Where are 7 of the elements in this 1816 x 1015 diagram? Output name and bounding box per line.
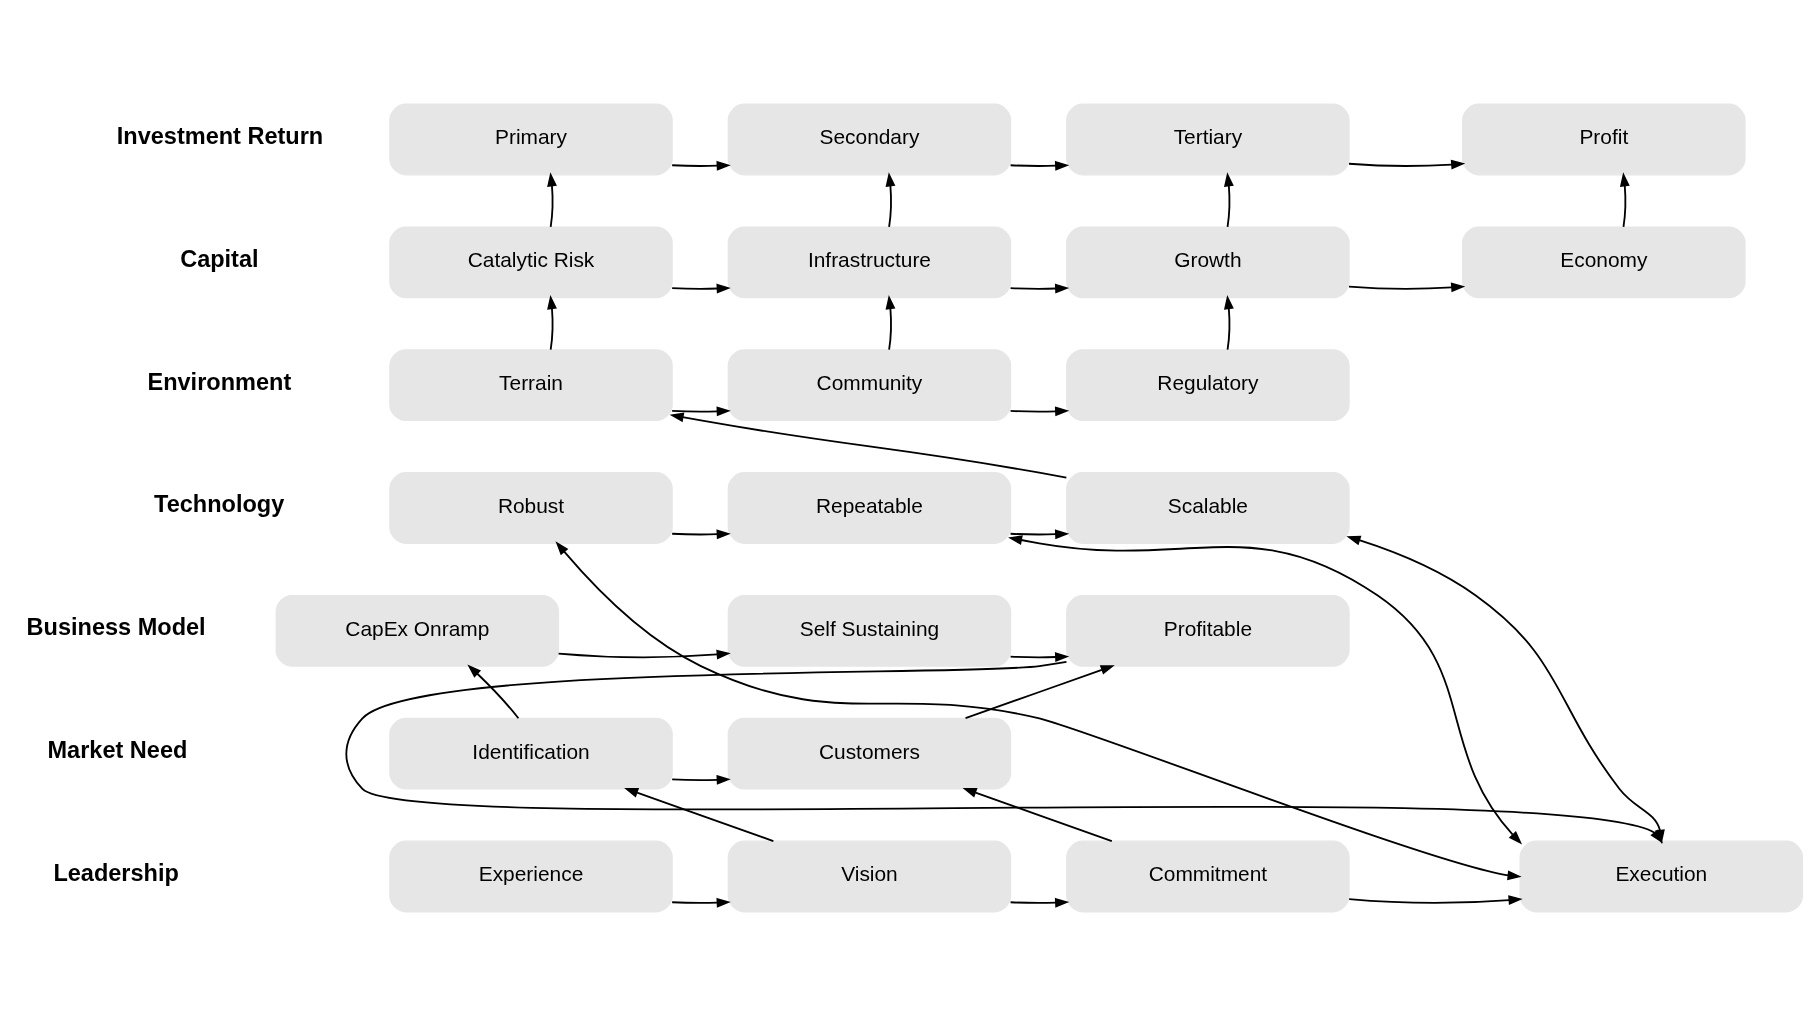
label: Capital	[180, 245, 259, 272]
label: Market Need	[47, 736, 188, 763]
label: Business Model	[26, 613, 206, 640]
label: Environment	[147, 368, 292, 395]
label: Technology	[154, 490, 285, 517]
label: Leadership	[53, 859, 179, 886]
label: Investment Return	[116, 122, 324, 149]
